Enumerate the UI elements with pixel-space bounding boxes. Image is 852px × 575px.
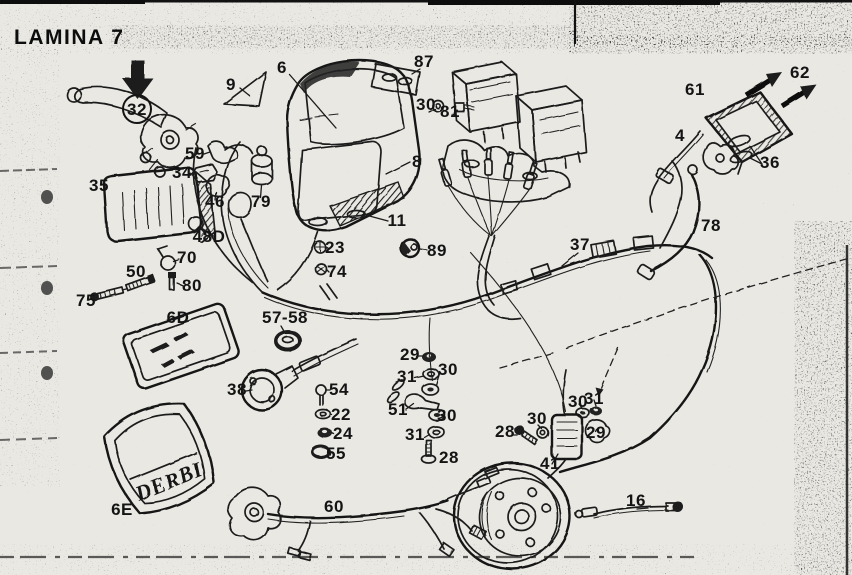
washer-cluster-left (386, 352, 446, 464)
part-label-62: 62 (790, 63, 810, 82)
part-label-8: 8 (412, 152, 422, 171)
part-label-55: 55 (326, 444, 346, 463)
part-label-78: 78 (701, 216, 721, 235)
part-label-31: 31 (397, 367, 417, 386)
cable-16 (574, 501, 684, 519)
grommet-89 (399, 237, 428, 259)
clamp-70 (157, 245, 180, 271)
flywheel-magneto (452, 461, 572, 571)
part-label-29: 29 (586, 423, 606, 442)
main-harness (192, 141, 851, 474)
bolt-28-right (512, 424, 550, 446)
direction-arrows-62 (744, 72, 816, 109)
part-label-38: 38 (227, 380, 247, 399)
grommet-57-58 (274, 325, 302, 352)
part-label-36: 36 (760, 153, 780, 172)
windscreen-triangle (223, 71, 267, 107)
part-label-35: 35 (89, 176, 109, 195)
part-label-28: 28 (439, 448, 459, 467)
label-circle (122, 94, 152, 124)
pointer-arrow-icon (122, 60, 153, 99)
page-title: LAMINA 7 (14, 26, 124, 49)
part-label-23: 23 (325, 238, 345, 257)
part-label-89: 89 (427, 241, 447, 260)
switch-79 (251, 145, 273, 199)
fastener-column (311, 384, 335, 459)
screw-50 (124, 273, 156, 292)
part-label-24: 24 (333, 424, 353, 443)
part-label-6: 6 (277, 58, 287, 77)
part-label-87: 87 (414, 52, 434, 71)
part-label-79: 79 (251, 192, 271, 211)
part-label-30: 30 (568, 392, 588, 411)
part-label-61: 61 (685, 80, 705, 99)
reflector (704, 90, 794, 175)
plug-wire-78 (636, 164, 701, 281)
part-label-11: 11 (388, 211, 407, 230)
speedo-drive-38 (240, 338, 359, 412)
part-label-4: 4 (675, 126, 685, 145)
part-label-48d: 48D (193, 227, 226, 246)
part-label-41: 41 (540, 454, 560, 473)
part-label-59: 59 (185, 144, 205, 163)
part-label-32: 32 (127, 100, 147, 119)
part-label-9: 9 (226, 75, 236, 94)
part-label-51: 51 (388, 400, 408, 419)
part-label-74: 74 (327, 262, 347, 281)
part-label-28: 28 (495, 422, 515, 441)
rubber-boot (227, 191, 269, 283)
clip-59 (203, 140, 254, 164)
part-label-6d: 6D (167, 308, 190, 327)
part-label-80: 80 (182, 276, 202, 295)
mounting-bracket (442, 139, 571, 203)
switch-harness-60 (226, 466, 500, 561)
washer-cluster-right (575, 399, 611, 444)
plate-87 (371, 63, 421, 96)
cable-4 (649, 130, 763, 213)
sticker-6d (122, 302, 240, 390)
part-label-22: 22 (331, 405, 351, 424)
part-label-29: 29 (400, 345, 420, 364)
part-label-70: 70 (177, 248, 197, 267)
regulator-41 (547, 369, 584, 479)
part-label-57-58: 57-58 (262, 308, 308, 327)
part-label-30: 30 (437, 406, 457, 425)
screw-75 (89, 286, 129, 302)
relay-boxes (451, 61, 587, 173)
part-label-75: 75 (76, 291, 96, 310)
brake-lever (66, 86, 199, 178)
part-label-30: 30 (416, 95, 436, 114)
part-label-60: 60 (324, 497, 344, 516)
part-label-6e: 6E (111, 500, 133, 519)
plug-46 (205, 173, 231, 201)
headlamp-unit (102, 166, 216, 243)
part-label-31: 31 (405, 425, 425, 444)
part-label-81: 81 (440, 102, 460, 121)
part-label-50: 50 (126, 262, 146, 281)
part-label-31: 31 (584, 389, 604, 408)
part-label-37: 37 (570, 235, 590, 254)
headlight-fairing (285, 59, 421, 232)
part-label-16: 16 (626, 491, 646, 510)
part-label-30: 30 (527, 409, 547, 428)
bullet-connectors (438, 147, 538, 320)
bolt-80 (168, 272, 185, 291)
part-label-30: 30 (438, 360, 458, 379)
part-label-34: 34 (172, 163, 192, 182)
part-label-46: 46 (205, 192, 225, 211)
part-label-54: 54 (329, 380, 349, 399)
screws-23-74 (313, 240, 330, 276)
